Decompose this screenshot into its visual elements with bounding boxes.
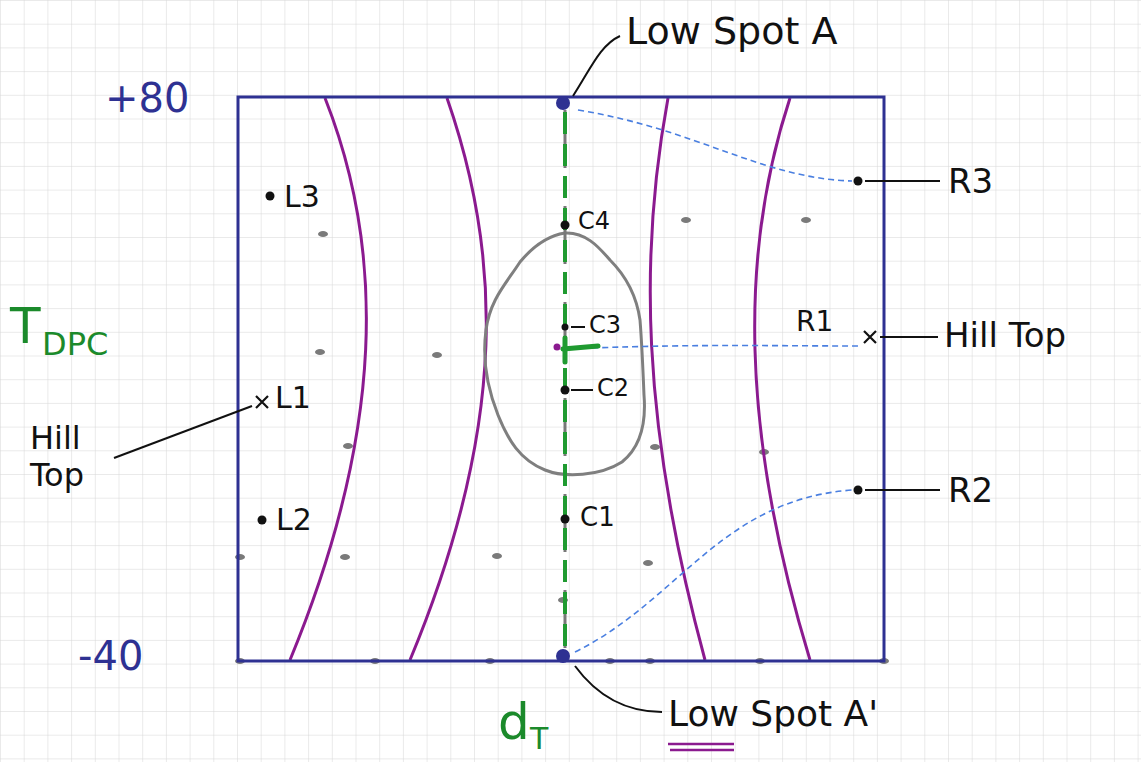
point [854,486,863,495]
point [854,177,863,186]
underline [668,743,734,746]
underline [670,749,734,752]
grid-point [318,231,328,237]
grid-point [801,217,811,223]
leader-line [865,180,940,182]
contour-curve [410,98,486,660]
grid-point [643,560,653,566]
axis-symbol: d [498,694,530,752]
marker-dot [554,344,561,351]
centre-line [563,112,567,648]
grid-point [432,352,442,358]
centre-line [564,110,567,650]
leader-line [573,36,620,96]
point [561,386,570,395]
axis-subscript: T [530,722,548,757]
axis-value: +80 [105,75,189,121]
leader-line [114,406,252,458]
callout-label: Hill Top [30,420,130,494]
direction-mark [563,346,598,349]
point [266,192,275,201]
grid-point [650,444,660,450]
point-label: L3 [284,180,320,215]
grid-point [492,553,502,559]
hill-top-mark [864,331,876,343]
leader-line [865,489,940,491]
point-label: L2 [276,503,312,538]
callout-label: Low Spot A' [668,693,878,734]
dashed-path [592,346,860,349]
point-label: R3 [948,162,993,201]
point [561,221,570,230]
hill-top-mark [256,396,268,408]
axis-symbol: T [10,298,41,356]
contour-curve [650,98,705,660]
low-spot [556,96,570,110]
axis-value: -40 [78,633,143,679]
leader-line [571,326,585,328]
low-spot [556,649,570,663]
dashed-path [575,490,852,652]
direction-mark [563,338,568,362]
grid-point [343,443,353,449]
leader-line [575,666,662,712]
point-label: R1 [796,306,833,338]
grid-point [681,217,691,223]
point [562,324,569,331]
leader-line [571,389,593,391]
point-label: R2 [948,471,993,510]
leader-line [880,336,938,338]
point-label: C4 [578,208,610,236]
point-label: C2 [597,375,629,403]
contour-curve [755,98,810,660]
point-label: L1 [275,381,311,416]
domain-frame [238,97,884,661]
point-label: C3 [589,312,621,340]
dashed-path [578,110,852,181]
point [258,516,267,525]
axis-subscript: DPC [42,326,108,363]
callout-label: Hill Top [944,316,1066,355]
grid-point [315,349,325,355]
point [561,515,570,524]
grid-point [340,554,350,560]
point-label: C1 [580,503,615,533]
callout-label: Low Spot A [626,10,837,54]
